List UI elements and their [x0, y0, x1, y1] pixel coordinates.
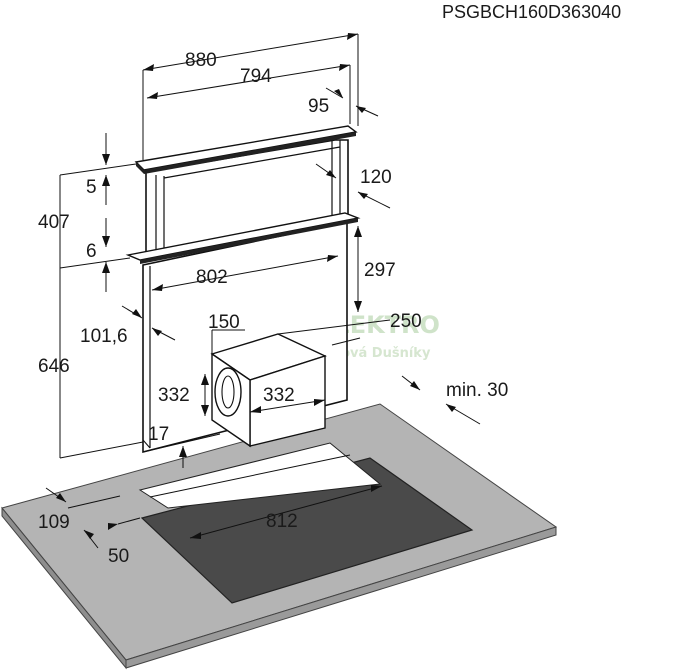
- dim-frame-thickness: 6: [86, 241, 97, 262]
- dim-width-total: 880: [185, 50, 217, 71]
- dim-width-inner: 794: [240, 66, 272, 87]
- dim-cutout-offset: 109: [38, 512, 70, 533]
- dim-depth-top: 95: [308, 96, 329, 117]
- dim-motor-height: 332: [158, 385, 190, 406]
- dim-cutout-width: 812: [266, 511, 298, 532]
- dim-top-thickness: 5: [86, 177, 97, 198]
- motor-unit: [210, 333, 327, 448]
- hood-top-lid: [134, 125, 358, 179]
- hood-frame-rim: [125, 212, 361, 264]
- dimension-labels: 880 794 95 5 120 407 6 802 297 101,6 646…: [38, 50, 508, 567]
- dim-height-upper: 407: [38, 212, 70, 233]
- dim-body-width: 802: [196, 267, 228, 288]
- dim-edge-offset: 50: [108, 546, 129, 567]
- dimension-arrows: [56, 33, 456, 539]
- dim-travel: 297: [364, 260, 396, 281]
- dim-height-lower: 646: [38, 356, 70, 377]
- worktop-cutout: [138, 442, 382, 509]
- dim-top-height: 120: [360, 167, 392, 188]
- dim-motor-width: 332: [263, 385, 295, 406]
- dim-duct-depth: 250: [390, 311, 422, 332]
- dim-side-offset: 101,6: [80, 326, 128, 347]
- dim-base-offset: 17: [148, 424, 169, 445]
- product-code: PSGBCH160D363040: [442, 2, 621, 22]
- dim-duct-width: 150: [208, 312, 240, 333]
- dim-min-clearance: min. 30: [446, 380, 508, 401]
